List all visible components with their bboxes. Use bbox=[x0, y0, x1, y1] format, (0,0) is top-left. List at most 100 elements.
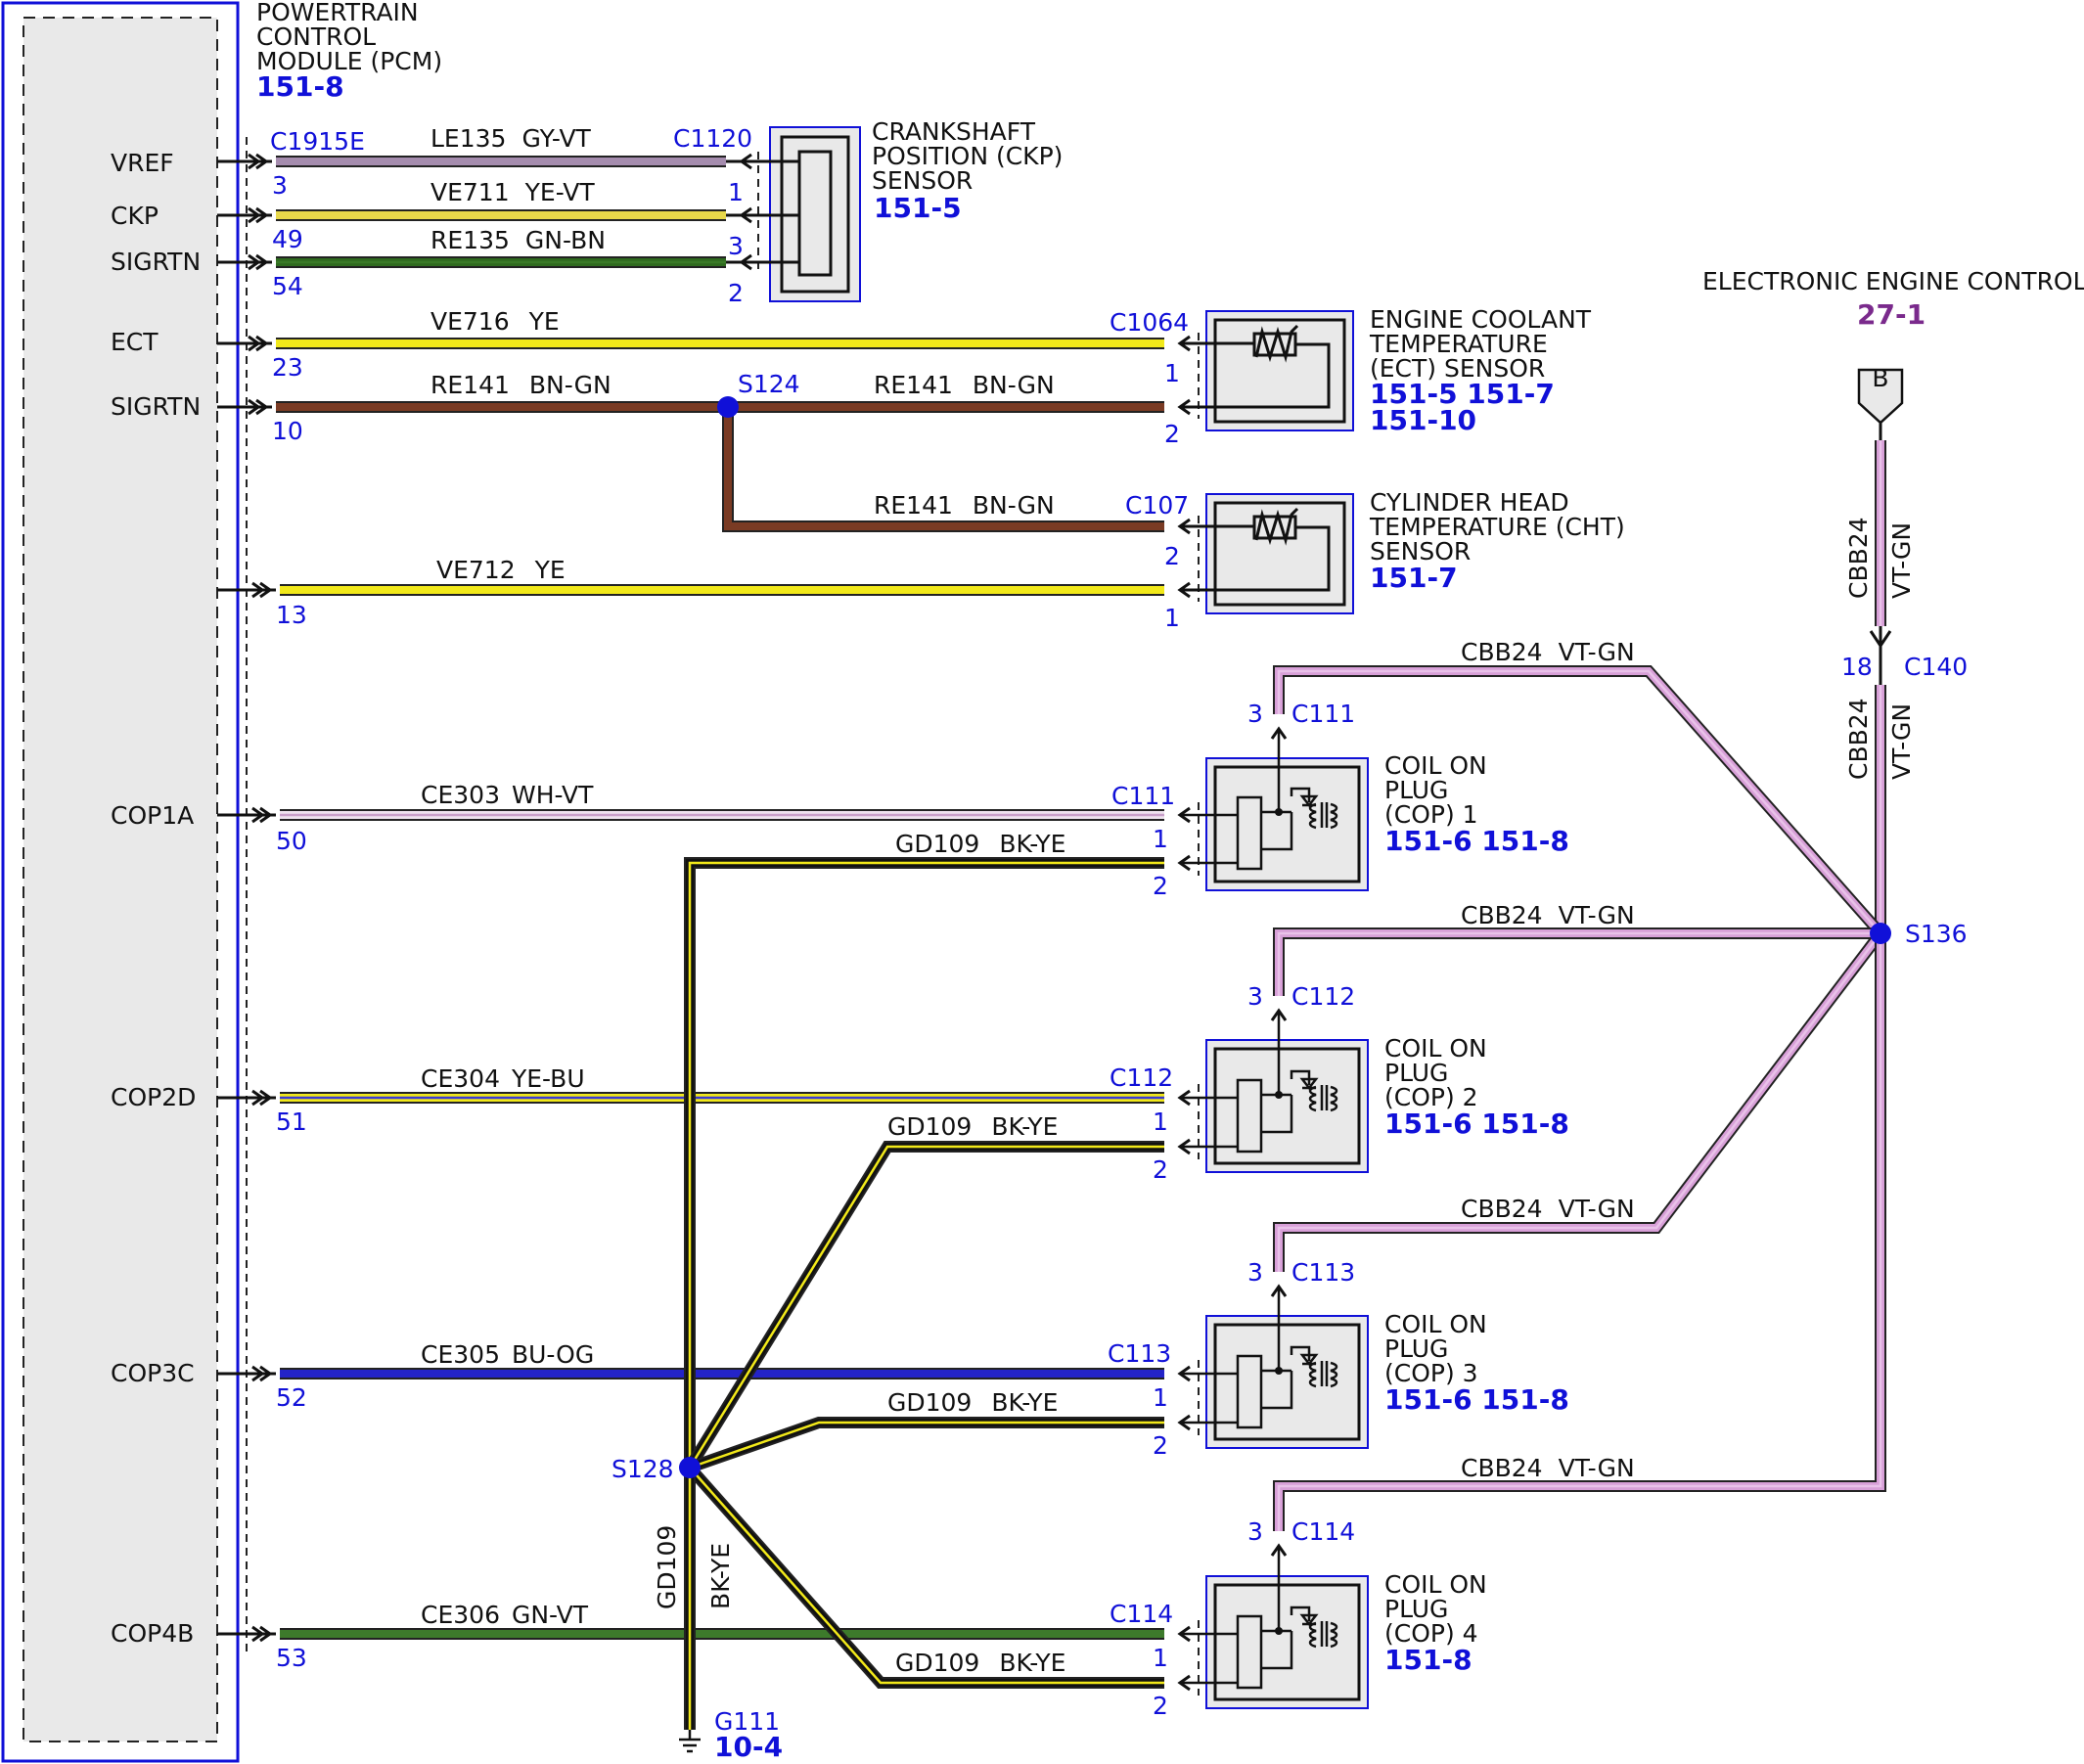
cop3-pin-2: 2 bbox=[1153, 1431, 1168, 1460]
pcm-title-line-1: POWERTRAIN bbox=[256, 0, 419, 26]
pcm-connector-label: C1915E bbox=[270, 127, 365, 156]
ckp-sensor-element bbox=[797, 150, 833, 277]
wire-cbb24-cop2 bbox=[1279, 933, 1880, 996]
wire-gd109-cop4-layer bbox=[689, 1467, 1164, 1685]
cop4-pin-2: 2 bbox=[1153, 1692, 1168, 1720]
pcm-pin-50: 50 bbox=[276, 827, 307, 855]
thermistor-icon bbox=[1182, 507, 1331, 592]
ckp-ref: 151-5 bbox=[874, 192, 962, 224]
eec-ref: 27-1 bbox=[1857, 298, 1925, 331]
cop3-title-line-2: PLUG bbox=[1384, 1334, 1448, 1363]
cop3-top-connector-label: C113 bbox=[1291, 1258, 1355, 1287]
ckp-pin-3: 3 bbox=[728, 232, 744, 260]
coil-icon bbox=[1182, 1011, 1338, 1153]
pcm-inner-box bbox=[23, 17, 218, 1742]
splice-s136-dot bbox=[1870, 923, 1891, 944]
cop2-ref: 151-6 151-8 bbox=[1384, 1108, 1569, 1140]
pcm-title-line-3: MODULE (PCM) bbox=[256, 47, 442, 75]
cop2-top-connector-label: C112 bbox=[1291, 982, 1355, 1011]
wire-cbb24-cop4-layer bbox=[1277, 933, 1882, 1531]
ect-sensor-box bbox=[1205, 310, 1354, 431]
cop1-pin-arrows bbox=[1177, 726, 1288, 872]
wire-cbb24-cop2-layer bbox=[1275, 929, 1880, 996]
cht-pin-1: 1 bbox=[1164, 604, 1180, 632]
eec-pin-arrow bbox=[1869, 626, 1892, 685]
eec-reference: ELECTRONIC ENGINE CONTROLS 27-1 B 18 C14… bbox=[1702, 267, 2084, 685]
ckp-title-line-2: POSITION (CKP) bbox=[872, 142, 1063, 170]
cht-connector-label: C107 bbox=[1125, 491, 1189, 520]
cop1-coil-inner bbox=[1213, 765, 1361, 883]
cop1-pin-2: 2 bbox=[1153, 872, 1168, 900]
cop2-title-line-1: COIL ON bbox=[1384, 1034, 1487, 1063]
cop4-pin-arrows bbox=[1177, 1543, 1288, 1692]
wire-gd109-cop1-layer bbox=[688, 861, 1164, 1468]
splice-s136-label: S136 bbox=[1905, 920, 1968, 948]
pcm-signal-vref: VREF bbox=[111, 149, 174, 177]
coil-icon bbox=[1182, 1546, 1338, 1690]
cop2-title-line-3: (COP) 2 bbox=[1384, 1083, 1478, 1111]
ect-connector-label: C1064 bbox=[1110, 308, 1189, 337]
pcm-pin-10: 10 bbox=[272, 417, 303, 445]
cop3-coil-inner bbox=[1213, 1323, 1361, 1441]
splice-s128-dot bbox=[679, 1457, 701, 1478]
cop1-coil: C111 1 2 3 C111 COIL ON PLUG (COP) 1 151… bbox=[1111, 700, 1569, 900]
cop3-coil-box bbox=[1205, 1315, 1369, 1449]
wire-cbb24-cop1 bbox=[1279, 671, 1880, 933]
eec-connector-shape bbox=[1857, 368, 1904, 425]
cht-sensor-box bbox=[1205, 493, 1354, 614]
pcm-pin-49: 49 bbox=[272, 225, 303, 253]
cop1-junction-dot bbox=[1275, 808, 1283, 816]
ckp-pin-2: 2 bbox=[728, 279, 744, 307]
cht-title-line-1: CYLINDER HEAD bbox=[1370, 488, 1569, 517]
cht-ref: 151-7 bbox=[1370, 562, 1458, 594]
cht-sensor: C107 2 1 CYLINDER HEAD TEMPERATURE (CHT)… bbox=[1125, 488, 1625, 632]
wire-cbb24-cop2-layer bbox=[1277, 931, 1880, 996]
ground-ref: 10-4 bbox=[714, 1731, 783, 1763]
eec-connector-letter: B bbox=[1872, 364, 1888, 392]
cop4-pin-1: 1 bbox=[1153, 1644, 1168, 1672]
coil-icon bbox=[1182, 1287, 1338, 1429]
pcm-signal-cop1a: COP1A bbox=[111, 801, 194, 830]
cop4-title-line-3: (COP) 4 bbox=[1384, 1619, 1478, 1648]
splice-s124-label: S124 bbox=[738, 370, 800, 398]
cop1-title-line-1: COIL ON bbox=[1384, 751, 1487, 780]
ect-title-line-2: TEMPERATURE bbox=[1369, 330, 1548, 358]
splices: S124 S128 S136 bbox=[612, 370, 1968, 1483]
ect-title-line-3: (ECT) SENSOR bbox=[1370, 354, 1545, 383]
cop4-title-line-1: COIL ON bbox=[1384, 1570, 1487, 1599]
ckp-pin-1: 1 bbox=[728, 178, 744, 206]
wire-cbb24-cop2-layer bbox=[1273, 927, 1880, 996]
ckp-connector-label: C1120 bbox=[673, 124, 752, 153]
cop2-coil: C112 1 2 3 C112 COIL ON PLUG (COP) 2 151… bbox=[1110, 982, 1569, 1184]
pcm-signal-ckp: CKP bbox=[111, 202, 159, 230]
ect-ref-line-2: 151-10 bbox=[1370, 404, 1476, 436]
eec-connector-label: C140 bbox=[1904, 653, 1968, 681]
cop2-pin-arrows bbox=[1177, 1008, 1288, 1155]
ect-sensor: C1064 1 2 ENGINE COOLANT TEMPERATURE (EC… bbox=[1110, 305, 1592, 448]
ckp-pin-arrows bbox=[726, 153, 799, 271]
cop1-ref: 151-6 151-8 bbox=[1384, 825, 1569, 857]
ect-sensor-inner bbox=[1213, 318, 1346, 424]
pcm-signal-sigrtn-1: SIGRTN bbox=[111, 248, 201, 276]
pcm-signal-cop2d: COP2D bbox=[111, 1083, 196, 1111]
splice-s128-label: S128 bbox=[612, 1455, 674, 1483]
wire-layer bbox=[276, 156, 1886, 1730]
cop2-title-line-2: PLUG bbox=[1384, 1059, 1448, 1087]
pcm-pin-3: 3 bbox=[272, 171, 288, 200]
cop4-title-line-2: PLUG bbox=[1384, 1595, 1448, 1623]
wire-cbb24-cop1-layer bbox=[1277, 669, 1881, 934]
ground-name: G111 bbox=[714, 1707, 780, 1736]
